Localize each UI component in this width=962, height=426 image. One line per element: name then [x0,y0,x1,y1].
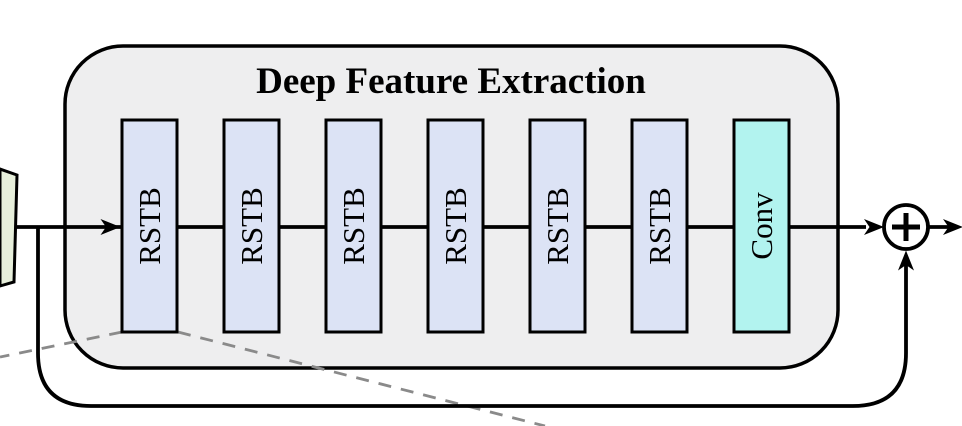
rstb-block-1-box [120,118,179,334]
arrowhead-into-add-bottom [898,250,914,271]
arrowhead-into-add-left [864,219,884,235]
rstb-block-3-label: RSTB [336,187,371,265]
conv-block-label: Conv [744,192,779,260]
rstb-block-2-label: RSTB [234,187,269,265]
rstb-block-1-label: RSTB [132,187,167,265]
arrowhead-output [943,219,962,235]
container-title: Deep Feature Extraction [256,61,646,102]
plus-icon [892,213,920,241]
add-node [882,203,930,251]
rstb-block-2: RSTB [222,118,281,334]
skip-connection-line [36,227,908,408]
rstb-block-6-label: RSTB [642,187,677,265]
rstb-block-1: RSTB [120,118,179,334]
rstb-block-3: RSTB [324,118,383,334]
rstb-block-5: RSTB [528,118,587,334]
rstb-block-2-box [222,118,281,334]
rstb-block-5-box [528,118,587,334]
rstb-block-4: RSTB [426,118,485,334]
dashed-expansion-line-right [177,330,546,426]
rstb-block-4-label: RSTB [438,187,473,265]
rstb-block-3-box [324,118,383,334]
conv-block: Conv [732,118,791,334]
rstb-block-5-label: RSTB [540,187,575,265]
dashed-expansion-line-left [0,330,123,359]
conv-block-box [732,118,791,334]
arrowhead-into-rstb [100,219,121,235]
rstb-block-6: RSTB [630,118,689,334]
input-feature-slab [0,167,19,288]
rstb-block-6-box [630,118,689,334]
rstb-block-4-box [426,118,485,334]
